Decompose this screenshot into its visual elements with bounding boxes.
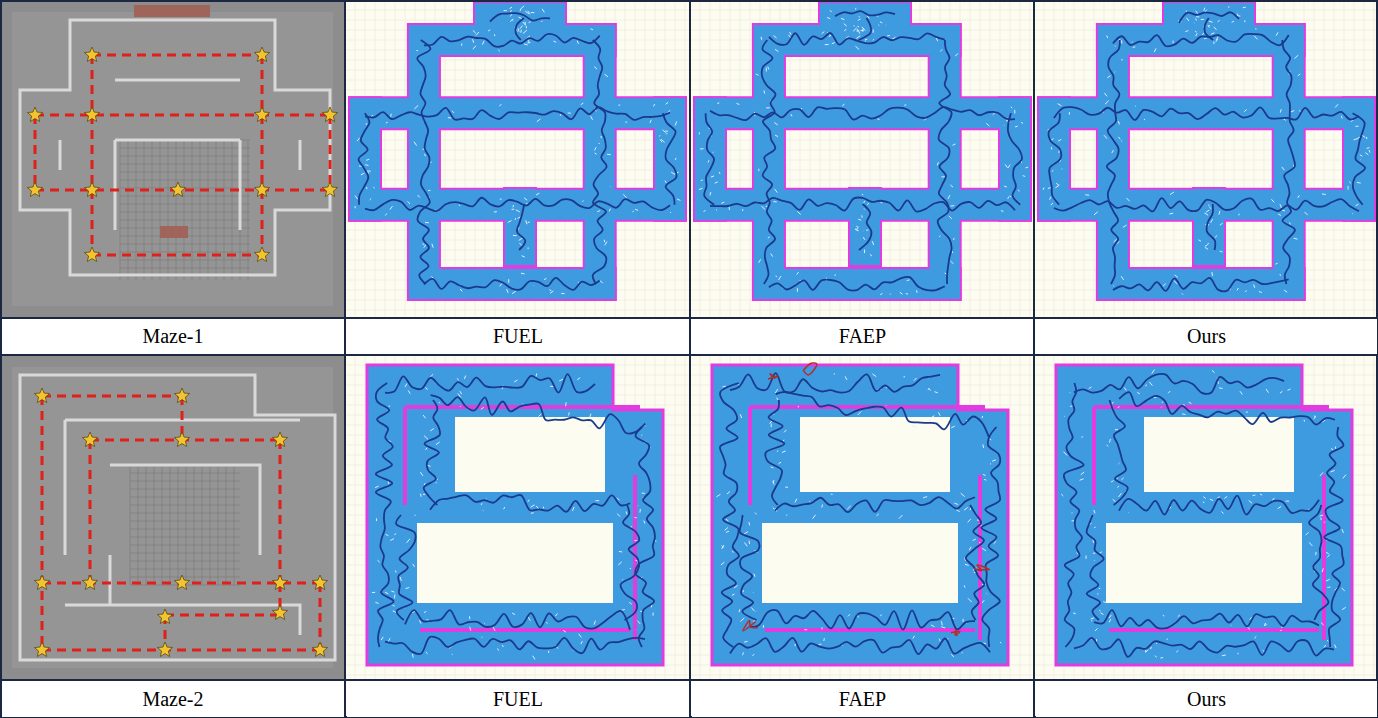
waypoint-stars: [27, 47, 337, 262]
waypoint-route: [35, 55, 330, 255]
caption-cell: FAEP: [692, 681, 1033, 717]
flight-trajectory: [1064, 374, 1344, 657]
map-grid: [1034, 0, 1378, 318]
map-grid: [345, 355, 690, 680]
sensor-streaks: [372, 374, 656, 660]
sensor-streaks: [355, 6, 681, 294]
map-grid: [690, 355, 1034, 680]
exploration-map: [1034, 355, 1378, 680]
sim-ground: [0, 0, 345, 318]
exploration-map: [345, 0, 690, 318]
map-grid: [690, 0, 1034, 318]
sensor-streaks: [1043, 6, 1370, 294]
sim-block: [160, 226, 188, 238]
flight-trajectory: [704, 11, 1022, 290]
sim-floor: [12, 12, 333, 306]
caption-cell: FUEL: [347, 319, 689, 354]
map-ground: [1034, 0, 1378, 318]
sensor-streaks: [716, 373, 1001, 657]
exploration-map: [690, 0, 1034, 318]
caption-text: Ours: [1187, 688, 1226, 711]
waypoint-stars: [34, 388, 327, 657]
explored-area: [367, 365, 663, 665]
flight-trajectory: [720, 373, 1000, 654]
caption-cell: Ours: [1036, 319, 1377, 354]
map-ground: [690, 0, 1034, 318]
flight-trajectory: [359, 13, 677, 290]
simulation-view: [0, 355, 345, 680]
map-grid: [345, 0, 690, 318]
caption-cell: Maze-2: [2, 681, 344, 717]
explored-area: [1056, 365, 1352, 665]
explored-area: [365, 18, 670, 284]
map-grid: [1034, 355, 1378, 680]
map-ground: [345, 0, 690, 318]
sim-block: [134, 5, 210, 17]
caption-text: Maze-1: [142, 325, 203, 348]
sim-walls: [20, 20, 330, 275]
flight-trajectory: [1049, 12, 1366, 291]
sim-grid: [120, 140, 250, 280]
caption-text: FUEL: [493, 325, 543, 348]
sim-grid: [130, 465, 240, 585]
caption-text: FAEP: [839, 688, 886, 711]
explored-area: [712, 365, 1008, 665]
caption-cell: Maze-1: [2, 319, 344, 354]
sim-ground: [0, 355, 345, 680]
explored-area: [710, 18, 1015, 284]
waypoint-route: [42, 396, 320, 650]
sim-floor: [12, 367, 333, 668]
failed-trajectories: [743, 363, 990, 636]
exploration-map: [690, 355, 1034, 680]
map-ground: [345, 355, 690, 680]
caption-cell: Ours: [1036, 681, 1377, 717]
map-ground: [690, 355, 1034, 680]
sensor-streaks: [1061, 370, 1346, 659]
simulation-view: [0, 0, 345, 318]
caption-text: Ours: [1187, 325, 1226, 348]
caption-cell: FUEL: [347, 681, 689, 717]
sensor-streaks: [699, 8, 1028, 295]
caption-text: FUEL: [493, 688, 543, 711]
flight-trajectory: [376, 374, 655, 654]
map-ground: [1034, 355, 1378, 680]
explored-area: [1054, 18, 1359, 284]
caption-text: FAEP: [839, 325, 886, 348]
exploration-map: [345, 355, 690, 680]
caption-cell: FAEP: [692, 319, 1033, 354]
sim-walls: [20, 375, 335, 660]
exploration-map: [1034, 0, 1378, 318]
caption-text: Maze-2: [142, 688, 203, 711]
